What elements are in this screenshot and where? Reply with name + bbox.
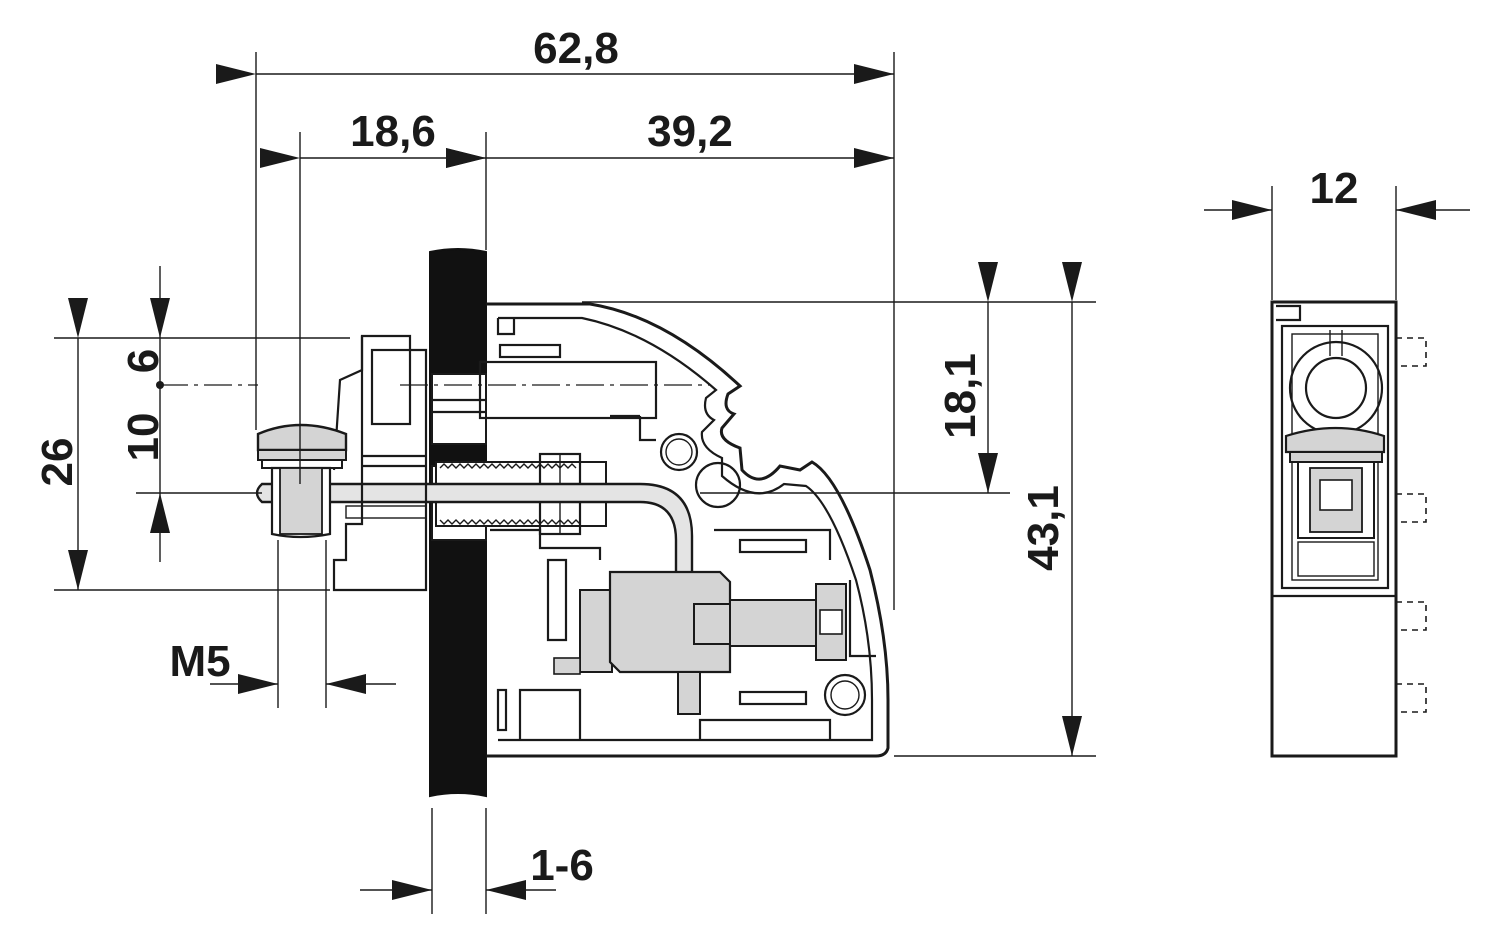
housing-hole — [694, 461, 742, 509]
dim-left-segment: 18,6 — [350, 107, 436, 156]
dim-thread: M5 — [169, 637, 230, 686]
dim-overall-width: 62,8 — [533, 24, 619, 73]
dim-left-height: 26 — [33, 438, 82, 487]
housing-screw-lower — [823, 673, 867, 717]
dim-upper-height: 18,1 — [936, 353, 985, 439]
housing-outline — [486, 302, 890, 758]
housing-screw-upper — [659, 432, 699, 472]
dim-panel-thickness: 1-6 — [530, 841, 594, 890]
side-view — [1270, 300, 1427, 758]
panel-hole — [431, 373, 487, 445]
dimension-labels: 62,8 18,6 39,2 12 18,1 43,1 26 6 10 M5 1… — [33, 24, 1358, 890]
clamp-assembly — [553, 570, 847, 715]
dimension-lines — [54, 52, 1470, 914]
dim-left-mid: 10 — [119, 413, 168, 462]
m5-screw — [256, 423, 348, 539]
dim-total-height: 43,1 — [1019, 485, 1068, 571]
dim-side-width: 12 — [1310, 164, 1359, 213]
dim-right-segment: 39,2 — [647, 107, 733, 156]
front-view — [255, 248, 890, 798]
dim-left-top: 6 — [119, 349, 168, 373]
